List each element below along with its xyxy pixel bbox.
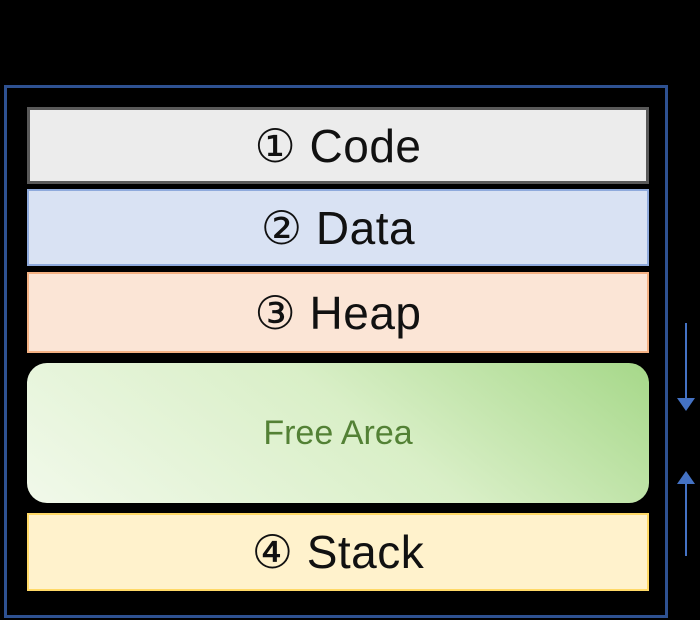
arrow-up-shaft	[685, 484, 687, 556]
section-code-label: ① Code	[254, 119, 422, 172]
section-free-area-label: Free Area	[263, 414, 413, 452]
arrow-up-head	[677, 471, 695, 484]
arrow-down-shaft	[685, 323, 687, 398]
section-data-label: ② Data	[260, 201, 416, 254]
section-stack-label: ④ Stack	[251, 526, 425, 578]
section-heap: ③ Heap	[27, 272, 649, 353]
arrow-down-icon	[677, 323, 695, 411]
section-code: ① Code	[27, 107, 649, 184]
section-free-area: Free Area	[27, 363, 649, 503]
section-stack: ④ Stack	[27, 513, 649, 591]
arrow-down-head	[677, 398, 695, 411]
arrow-up-icon	[677, 471, 695, 556]
section-heap-label: ③ Heap	[254, 286, 422, 339]
memory-map-frame	[4, 85, 668, 618]
section-data: ② Data	[27, 189, 649, 266]
